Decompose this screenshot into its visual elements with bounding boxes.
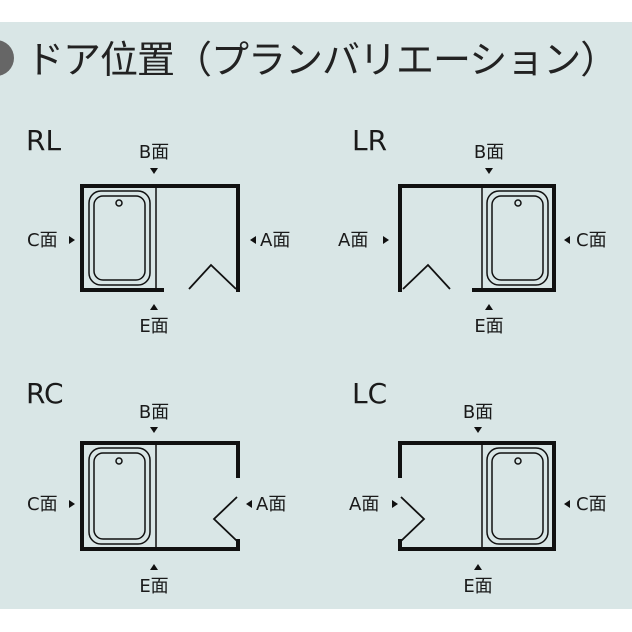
plan-label-rl: RL bbox=[26, 124, 61, 157]
face-label-a: A面 bbox=[349, 494, 379, 515]
room-walls bbox=[80, 441, 240, 551]
plan-rc: RC B面 C面 A面 E面 bbox=[26, 377, 286, 597]
face-label-b: B面 bbox=[474, 142, 504, 163]
arrow-a bbox=[250, 236, 256, 244]
plan-label-rc: RC bbox=[26, 377, 64, 410]
drain bbox=[514, 457, 522, 465]
drain bbox=[115, 199, 123, 207]
folding-door bbox=[188, 263, 237, 290]
face-label-a: A面 bbox=[260, 230, 290, 251]
drain bbox=[514, 199, 522, 207]
arrow-e bbox=[150, 304, 158, 310]
arrow-a bbox=[383, 236, 389, 244]
bathtub-inner bbox=[491, 195, 544, 281]
arrow-c bbox=[564, 236, 570, 244]
face-label-c: C面 bbox=[576, 230, 607, 251]
arrow-b bbox=[485, 168, 493, 174]
plan-label-lc: LC bbox=[352, 377, 387, 410]
room-walls bbox=[80, 184, 240, 292]
face-label-a: A面 bbox=[256, 494, 286, 515]
arrow-c bbox=[564, 500, 570, 508]
room-walls bbox=[398, 184, 556, 292]
bathtub-inner bbox=[93, 195, 146, 281]
arrow-a bbox=[392, 500, 398, 508]
arrow-b bbox=[150, 427, 158, 433]
bathtub bbox=[88, 190, 151, 286]
face-label-c: C面 bbox=[576, 494, 607, 515]
arrow-c bbox=[69, 236, 75, 244]
face-label-e: E面 bbox=[139, 316, 168, 337]
face-label-e: E面 bbox=[474, 316, 503, 337]
bathtub-inner bbox=[93, 452, 146, 540]
plan-lc: LC B面 A面 C面 E面 bbox=[349, 377, 607, 597]
arrow-c bbox=[69, 500, 75, 508]
plan-lr: LR B面 A面 C面 E面 bbox=[338, 124, 607, 337]
folding-door bbox=[212, 496, 238, 542]
bathtub-inner bbox=[491, 452, 544, 540]
bathtub bbox=[486, 447, 549, 545]
title-bullet bbox=[0, 40, 14, 76]
arrow-b bbox=[150, 168, 158, 174]
face-label-c: C面 bbox=[27, 230, 58, 251]
face-label-e: E面 bbox=[139, 576, 168, 597]
arrow-e bbox=[474, 564, 482, 570]
face-label-b: B面 bbox=[139, 142, 169, 163]
face-label-e: E面 bbox=[463, 576, 492, 597]
arrow-e bbox=[150, 564, 158, 570]
bathtub bbox=[88, 447, 151, 545]
arrow-a bbox=[246, 500, 252, 508]
folding-door bbox=[400, 496, 426, 542]
folding-door bbox=[402, 263, 451, 290]
face-label-a: A面 bbox=[338, 230, 368, 251]
diagram-panel bbox=[0, 22, 632, 609]
face-label-b: B面 bbox=[139, 402, 169, 423]
drain bbox=[115, 457, 123, 465]
plan-label-lr: LR bbox=[352, 124, 387, 157]
face-label-b: B面 bbox=[463, 402, 493, 423]
bathtub bbox=[486, 190, 549, 286]
arrow-e bbox=[485, 304, 493, 310]
page-title: ドア位置（プランバリエーション） bbox=[26, 38, 618, 82]
face-label-c: C面 bbox=[27, 494, 58, 515]
room-walls bbox=[398, 441, 556, 551]
plan-rl: RL B面 C面 A面 E面 bbox=[26, 124, 290, 337]
arrow-b bbox=[474, 427, 482, 433]
